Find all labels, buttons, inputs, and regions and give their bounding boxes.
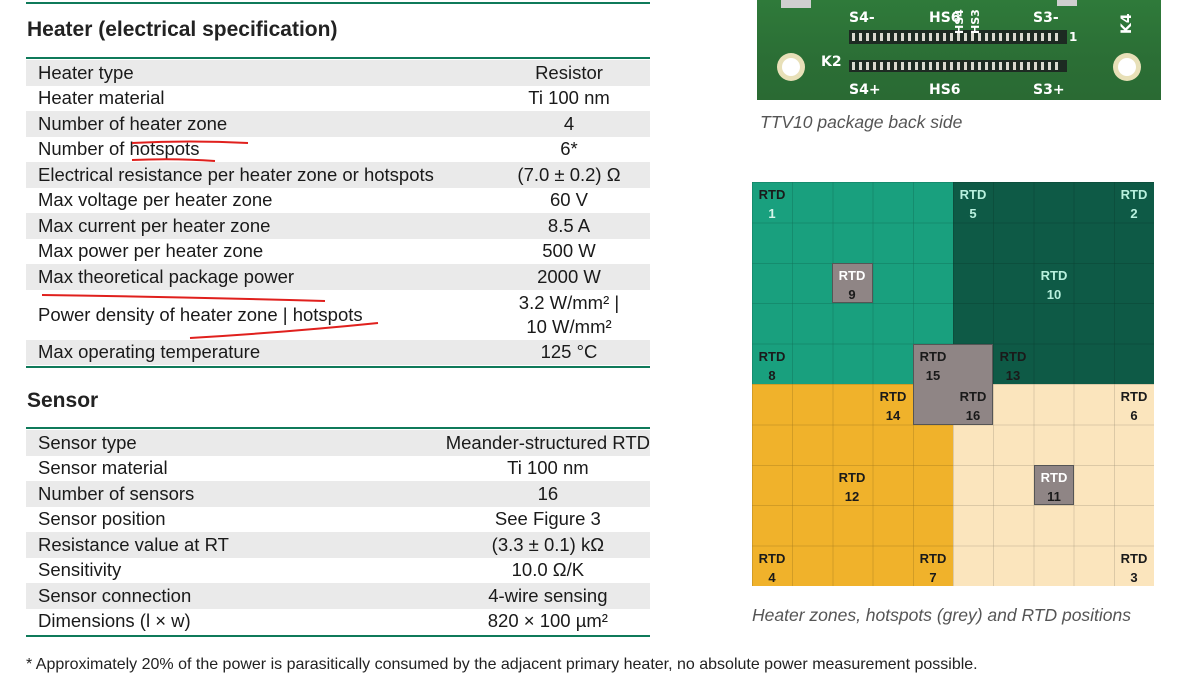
- board-label-hs4: HS4: [953, 9, 966, 34]
- red-underline-annotations: [41, 140, 379, 339]
- board-label-s4-minus: S4-: [849, 10, 875, 26]
- top-rule: [26, 2, 650, 4]
- sensor-title-rule: [26, 427, 650, 429]
- board-label-k2: K2: [821, 54, 842, 70]
- board-label-k4: K4: [1119, 13, 1135, 34]
- board-photo: S4- HS6 HS4 HS3 S3- 1 K2 S4+ HS6 S3+ K4: [757, 0, 1161, 100]
- table-row: Resistance value at RT(3.3 ± 0.1) kΩ: [26, 532, 650, 558]
- board-label-hs6-bottom: HS6: [929, 82, 961, 98]
- board-connector-graphic: [777, 0, 1141, 81]
- board-label-s3-plus: S3+: [1033, 82, 1065, 98]
- sensor-bottom-rule: [26, 635, 650, 637]
- board-label-one: 1: [1069, 30, 1078, 44]
- board-label-s3-minus: S3-: [1033, 10, 1059, 26]
- footnote: * Approximately 20% of the power is para…: [26, 656, 978, 673]
- heater-bottom-rule: [26, 366, 650, 368]
- table-row: Electrical resistance per heater zone or…: [26, 162, 650, 188]
- hotspot-rtd-11: [1034, 465, 1074, 505]
- hotspot-rtd-9: [832, 263, 873, 303]
- board-label-hs6-top: HS6: [929, 10, 961, 26]
- board-label-s4-plus: S4+: [849, 82, 881, 98]
- board-photo-caption: TTV10 package back side: [760, 112, 963, 132]
- hotspot-center: [913, 344, 993, 425]
- board-label-hs3: HS3: [969, 9, 982, 34]
- sensor-section-title: Sensor: [27, 389, 99, 412]
- rtd-figure-caption: Heater zones, hotspots (grey) and RTD po…: [752, 605, 1132, 625]
- table-row: Dimensions (l × w)820 × 100 µm²: [38, 610, 608, 632]
- heater-section-title: Heater (electrical specification): [27, 18, 338, 41]
- heater-title-rule: [26, 57, 650, 59]
